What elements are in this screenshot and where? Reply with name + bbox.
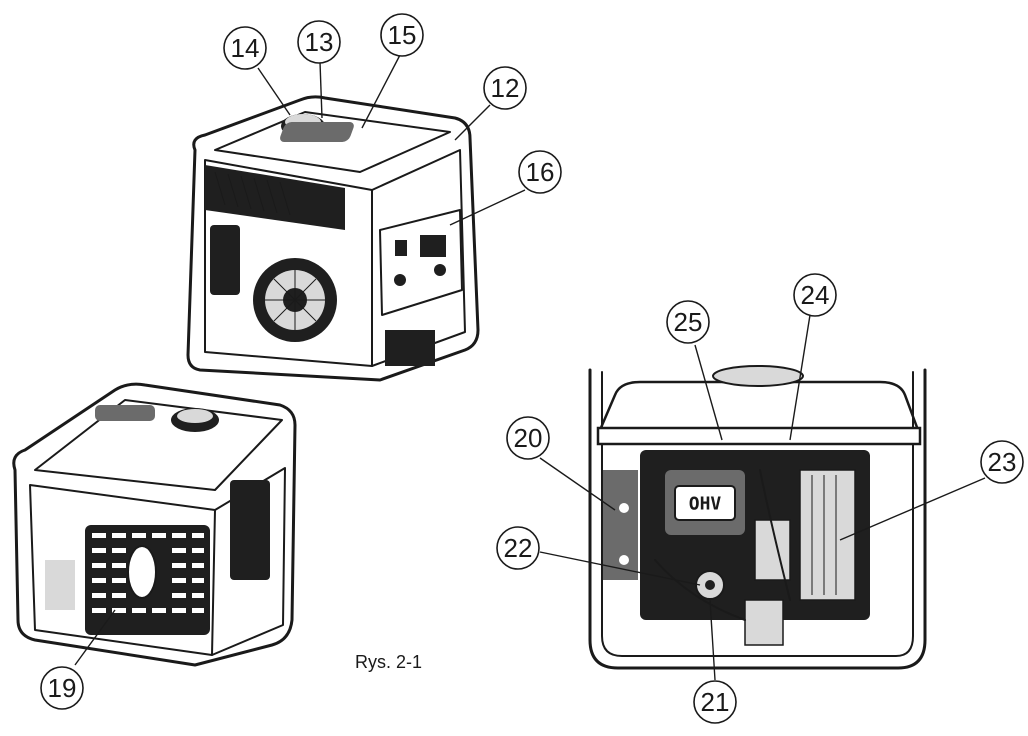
svg-text:12: 12 <box>491 73 520 103</box>
callout-20: 20 <box>506 416 550 460</box>
svg-text:22: 22 <box>504 533 533 563</box>
engine-badge-label: OHV <box>689 494 722 515</box>
svg-text:19: 19 <box>48 673 77 703</box>
callout-13: 13 <box>297 20 341 64</box>
callout-19: 19 <box>40 666 84 710</box>
leader-lines <box>74 54 986 681</box>
callout-23: 23 <box>980 440 1024 484</box>
callout-15: 15 <box>380 13 424 57</box>
svg-text:23: 23 <box>988 447 1017 477</box>
svg-text:14: 14 <box>231 33 260 63</box>
callout-12: 12 <box>483 66 527 110</box>
svg-text:21: 21 <box>701 687 730 717</box>
svg-text:15: 15 <box>388 20 417 50</box>
svg-text:24: 24 <box>801 280 830 310</box>
generator-side-view: OHV <box>588 365 927 670</box>
figure-caption: Rys. 2-1 <box>355 652 422 672</box>
callout-14: 14 <box>223 26 267 70</box>
svg-text:20: 20 <box>514 423 543 453</box>
svg-text:16: 16 <box>526 157 555 187</box>
generator-front-view <box>186 95 480 382</box>
callout-24: 24 <box>793 273 837 317</box>
callout-22: 22 <box>496 526 540 570</box>
svg-text:13: 13 <box>305 27 334 57</box>
generator-rear-view <box>12 382 297 667</box>
callout-21: 21 <box>693 680 737 724</box>
svg-text:25: 25 <box>674 307 703 337</box>
callout-16: 16 <box>518 150 562 194</box>
callout-25: 25 <box>666 300 710 344</box>
